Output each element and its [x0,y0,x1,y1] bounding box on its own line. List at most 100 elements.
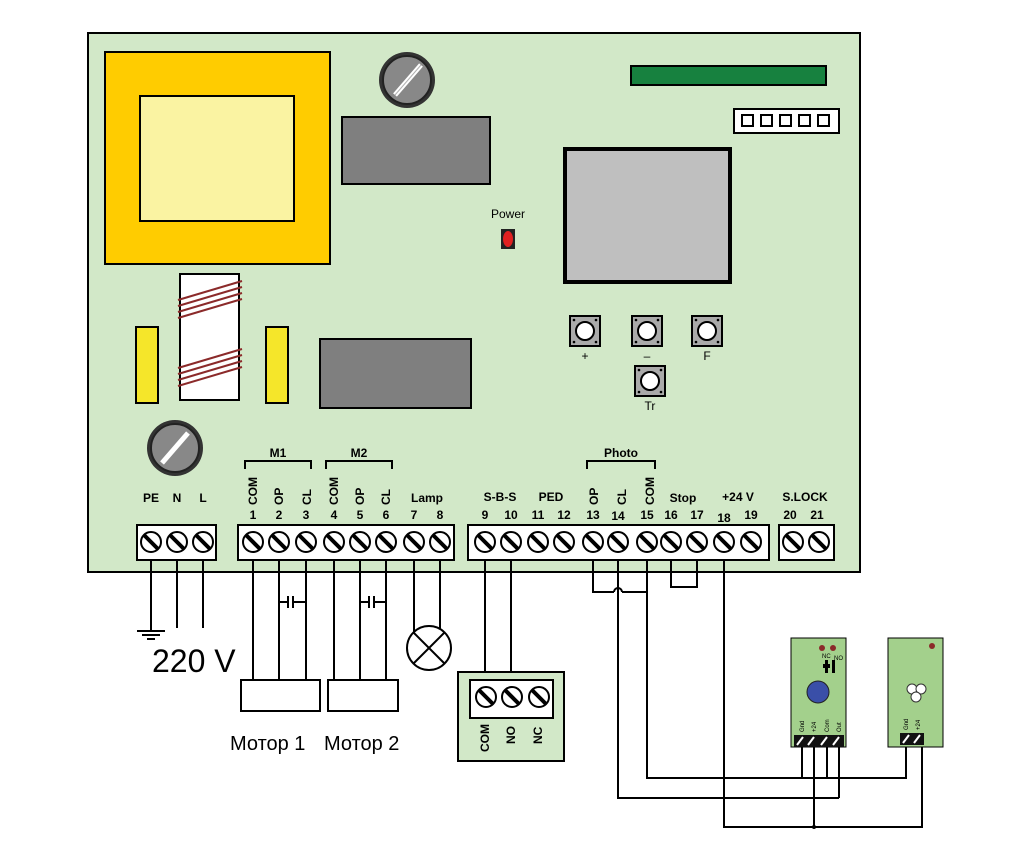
svg-text:Out: Out [837,722,843,732]
svg-text:Com: Com [825,719,831,732]
group-bracket-m1 [244,460,312,469]
motor-1 [240,679,321,712]
group-bracket-photo [586,460,656,469]
terminal-number-17: 17 [690,508,704,522]
screw-terminal[interactable] [553,531,575,553]
terminal-number-19: 19 [744,508,758,522]
terminal-number-8: 8 [437,508,444,522]
screw-terminal[interactable] [808,531,830,553]
capacitor-symbol-m1 [279,596,306,608]
screw-terminal[interactable] [295,531,317,553]
motor-2 [327,679,399,712]
terminal-number-2: 2 [276,508,283,522]
group-bracket-m2 [325,460,393,469]
terminal-block-20-21 [778,524,835,561]
screw-terminal[interactable] [475,686,497,708]
choke-coil [177,273,243,401]
screw-terminal[interactable] [375,531,397,553]
screw-terminal[interactable] [403,531,425,553]
terminal-number-11: 11 [532,508,545,522]
green-strip [630,65,827,86]
power-terminal-block [136,524,217,561]
terminal-number-16: 16 [664,508,678,522]
pin-label-15: COM [643,477,657,505]
screw-terminal[interactable] [242,531,264,553]
terminal-block-1-8 [237,524,455,561]
button-tr[interactable]: Tr [634,365,666,413]
screw-terminal[interactable] [192,531,214,553]
screw-terminal[interactable] [686,531,708,553]
screw-terminal[interactable] [323,531,345,553]
external-wiring [137,560,923,829]
screw-terminal[interactable] [166,531,188,553]
screw-terminal[interactable] [528,686,550,708]
screw-terminal[interactable] [607,531,629,553]
screw-terminal[interactable] [660,531,682,553]
terminal-number-1: 1 [250,508,257,522]
button-f-label: F [703,349,710,363]
label-ped: PED [539,490,564,504]
fuse-top [379,52,435,108]
button-tr-label: Tr [645,399,656,413]
transformer [104,51,331,265]
ground-icon [137,630,165,640]
photocell-receiver: NC NO Gnd +24 Com Out [790,637,847,748]
relay-no-label: NO [504,726,518,744]
button-f[interactable]: F [691,315,723,363]
terminal-number-6: 6 [383,508,390,522]
terminal-number-13: 13 [586,508,600,522]
terminal-number-20: 20 [783,508,797,522]
power-led-label: Power [491,207,525,221]
relay-com-label: COM [478,724,492,752]
terminal-number-7: 7 [411,508,418,522]
svg-text:Gnd: Gnd [904,719,910,730]
terminal-number-3: 3 [303,508,310,522]
pin-label-2: OP [272,488,286,505]
screw-terminal[interactable] [501,686,523,708]
label-slock: S.LOCK [782,490,828,504]
lamp-icon [406,625,452,671]
screw-terminal[interactable] [636,531,658,553]
pin-label-6: CL [379,489,393,505]
capacitor-right [265,326,289,404]
screw-terminal[interactable] [582,531,604,553]
screw-terminal[interactable] [349,531,371,553]
label-lamp: Lamp [411,491,443,505]
screw-terminal[interactable] [268,531,290,553]
label-24v: +24 V [722,490,754,504]
label-sbs: S-B-S [484,490,517,504]
screw-terminal[interactable] [429,531,451,553]
pin-label-3: CL [300,489,314,505]
terminal-number-12: 12 [557,508,571,522]
button-minus[interactable]: – [631,315,663,363]
screw-terminal[interactable] [782,531,804,553]
pin-label-1: COM [246,477,260,505]
group-label-m2: M2 [351,446,368,460]
terminal-number-15: 15 [640,508,654,522]
screw-terminal[interactable] [713,531,735,553]
pin-label-13: OP [587,488,601,505]
pin-label-4: COM [327,477,341,505]
svg-text:+24: +24 [812,721,818,732]
fuse-bottom [147,420,203,476]
display [563,147,732,284]
terminal-number-5: 5 [357,508,364,522]
mains-voltage-label: 220 V [152,643,236,679]
screw-terminal[interactable] [527,531,549,553]
screw-terminal[interactable] [500,531,522,553]
terminal-number-21: 21 [810,508,824,522]
button-plus[interactable]: + [569,315,601,363]
button-minus-label: – [644,349,651,363]
terminal-number-10: 10 [504,508,518,522]
screw-terminal[interactable] [474,531,496,553]
screw-terminal[interactable] [740,531,762,553]
terminal-block-9-19 [467,524,770,561]
relay-bottom [319,338,472,409]
group-label-photo: Photo [604,446,638,460]
screw-terminal[interactable] [140,531,162,553]
group-label-m1: M1 [270,446,287,460]
capacitor-left [135,326,159,404]
terminal-number-18: 18 [717,511,731,525]
terminal-number-9: 9 [482,508,489,522]
